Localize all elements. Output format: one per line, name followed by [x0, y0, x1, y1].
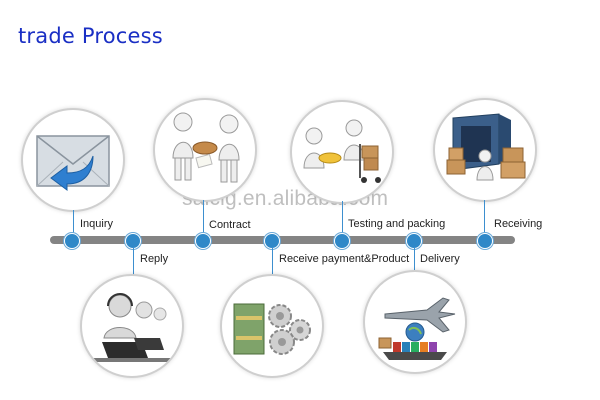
envelope-reply-icon: [36, 135, 110, 191]
receiving-image: [433, 98, 537, 202]
page-title: trade Process: [18, 24, 163, 48]
step-label-inquiry: Inquiry: [80, 218, 114, 230]
step-label-contract: Contract: [209, 219, 251, 231]
testing-packing-image: [290, 100, 394, 204]
connector-line: [484, 200, 485, 234]
testing-packing-icon: [303, 119, 381, 183]
step-label-receive-payment: Receive payment&Product: [279, 253, 410, 265]
step-label-delivery: Delivery: [420, 253, 460, 265]
connector-line: [73, 210, 74, 235]
contract-image: [153, 98, 257, 202]
receive-payment-image: [220, 274, 324, 378]
call-center-icon: [92, 293, 172, 362]
reply-image: [80, 274, 184, 378]
handshake-contract-icon: [172, 112, 240, 183]
inquiry-image: [21, 108, 125, 212]
timeline-dot: [64, 233, 80, 249]
step-label-receiving: Receiving: [494, 218, 543, 230]
connector-line: [272, 247, 273, 275]
timeline-dot: [477, 233, 493, 249]
step-label-reply: Reply: [140, 253, 169, 265]
connector-line: [342, 201, 343, 234]
timeline-bar: [50, 236, 515, 244]
airplane-delivery-icon: [378, 297, 456, 360]
timeline-dot: [334, 233, 350, 249]
connector-line: [203, 200, 204, 234]
timeline-dot: [195, 233, 211, 249]
warehouse-receiving-icon: [446, 113, 526, 181]
connector-line: [414, 247, 415, 270]
money-gears-icon: [233, 303, 311, 355]
delivery-image: [363, 270, 467, 374]
connector-line: [133, 247, 134, 275]
step-label-testing-packing: Testing and packing: [348, 218, 446, 230]
